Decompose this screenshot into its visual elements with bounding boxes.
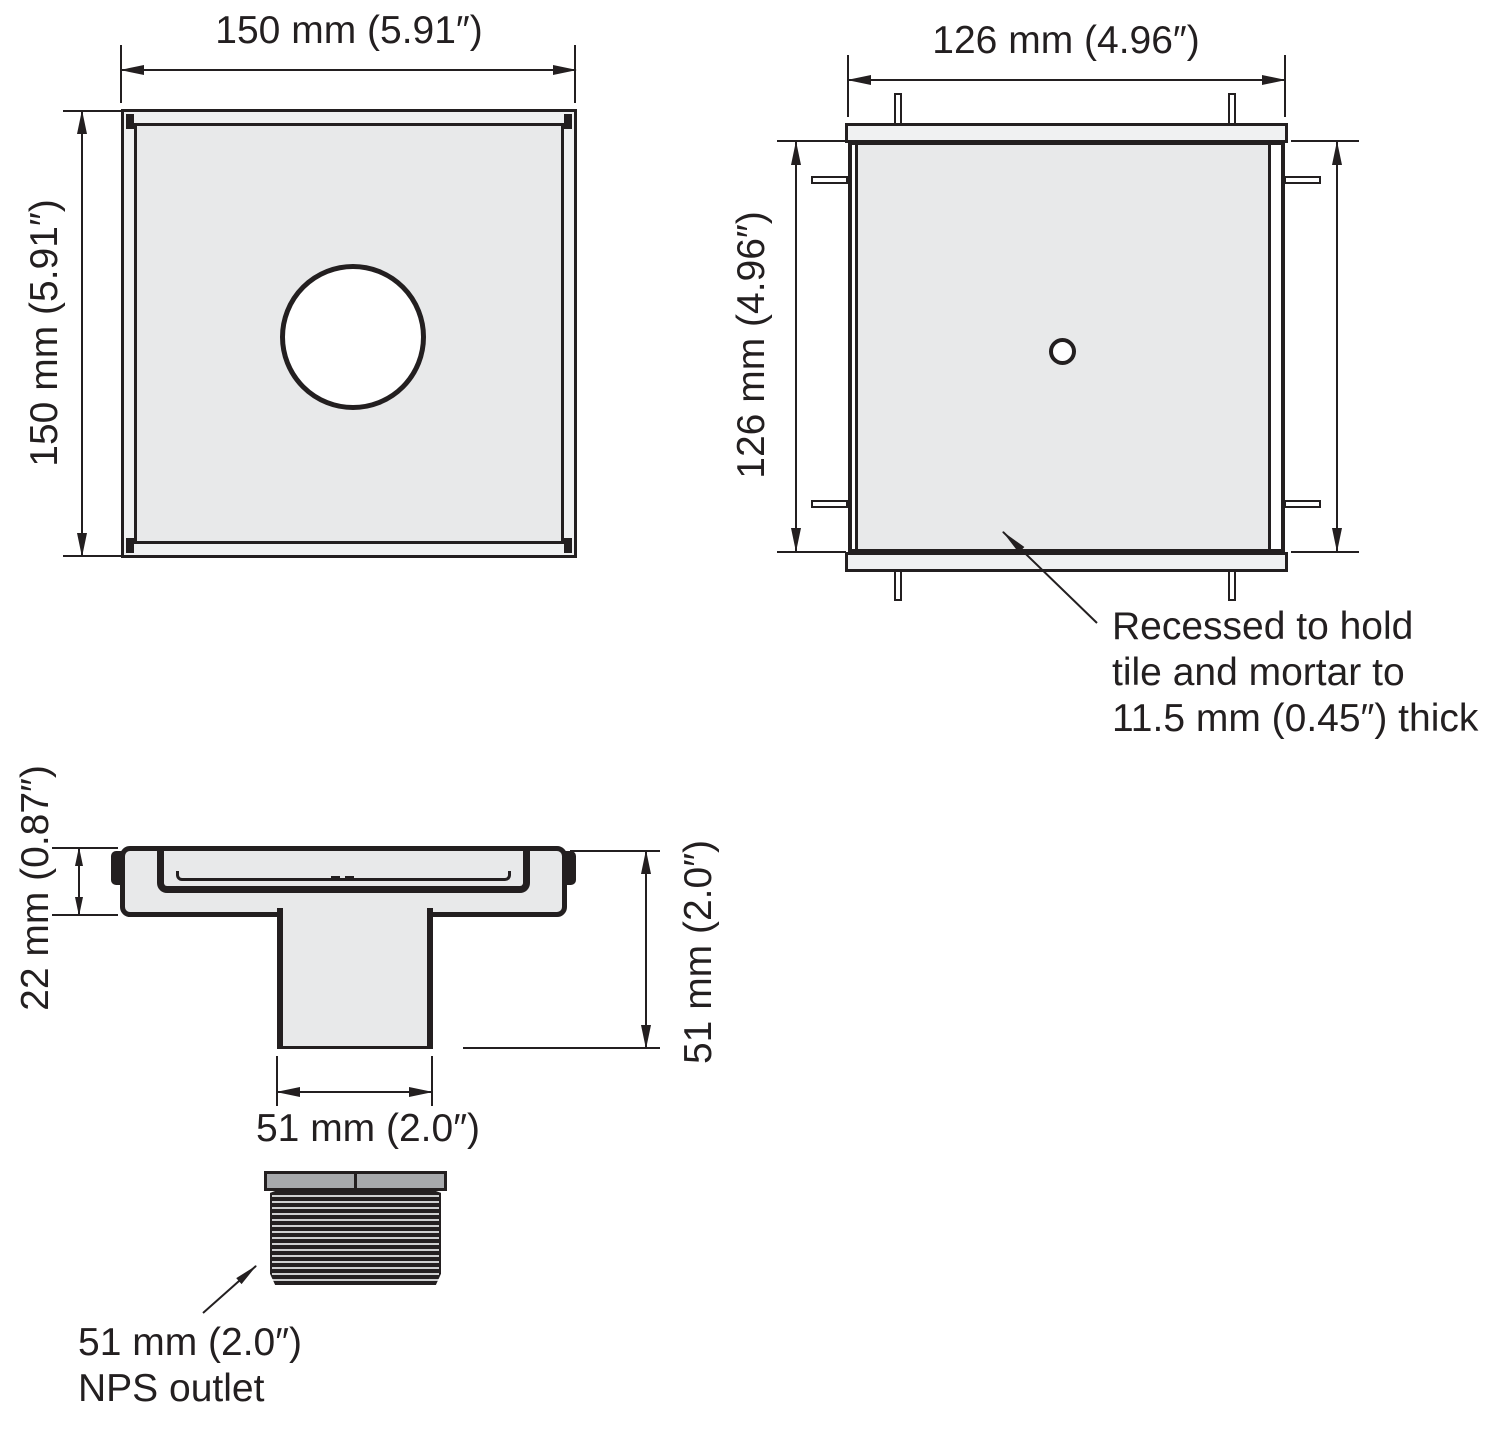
anchor-pin	[1284, 500, 1321, 508]
arrowhead-left-icon	[847, 75, 871, 85]
recess-note: Recessed to hold tile and mortar to 11.5…	[1112, 604, 1478, 742]
height-dimension-line	[791, 141, 801, 552]
extension-line	[276, 1056, 278, 1106]
extension-line	[1291, 551, 1359, 553]
grate-top-view	[121, 109, 577, 558]
total-height-dimension-line	[641, 850, 651, 1049]
frame-corner-mark	[564, 538, 572, 553]
arrowhead-up-icon	[75, 847, 83, 866]
section-flange-body	[120, 846, 567, 917]
outlet-width-label: 51 mm (2.0″)	[255, 1107, 481, 1150]
rim-height-label: 22 mm (0.87″)	[14, 765, 57, 1011]
width-dimension-line	[847, 75, 1286, 85]
rim-height-dimension-line	[75, 847, 83, 916]
anchor-pin	[1284, 176, 1321, 184]
height-dimension-line	[77, 110, 87, 557]
outlet-threads	[270, 1191, 441, 1285]
leader-line	[202, 1262, 260, 1314]
extension-line	[52, 847, 118, 849]
outlet-type-label: NPS outlet	[78, 1367, 265, 1410]
arrowhead-up-icon	[791, 141, 801, 165]
recess-note-line2: tile and mortar to	[1112, 651, 1405, 694]
section-tile-tray	[157, 846, 530, 893]
extension-line	[63, 555, 121, 557]
height-dimension-line-right	[1332, 141, 1342, 552]
frame-corner-mark	[126, 538, 134, 553]
arrowhead-up-icon	[641, 850, 651, 874]
recess-note-line1: Recessed to hold	[1112, 605, 1414, 648]
outlet-cap-seam	[354, 1174, 357, 1188]
recess-flange-strip-top	[845, 123, 1288, 143]
arrowhead-right-icon	[409, 1087, 433, 1097]
extension-line	[63, 110, 121, 112]
outlet-label: 51 mm (2.0″) NPS outlet	[78, 1320, 302, 1412]
outlet-width-dimension-line	[276, 1087, 433, 1097]
arrowhead-down-icon	[641, 1025, 651, 1049]
arrowhead-down-icon	[77, 533, 87, 557]
arrowhead-left-icon	[120, 65, 144, 75]
arrowhead-up-icon	[77, 110, 87, 134]
section-tray-inner-lip	[176, 871, 511, 881]
recess-width-label: 126 mm (4.96″)	[932, 19, 1200, 62]
anchor-pin	[811, 500, 848, 508]
arrowhead-down-icon	[1332, 528, 1342, 552]
anchor-pin	[894, 93, 902, 125]
arrowhead-up-icon	[1332, 141, 1342, 165]
arrowhead-down-icon	[75, 897, 83, 916]
arrowhead-left-icon	[276, 1087, 300, 1097]
tray-center-mark	[345, 876, 354, 879]
anchor-pin	[811, 176, 848, 184]
grate-width-label: 150 mm (5.91″)	[215, 9, 483, 52]
extension-line	[777, 551, 846, 553]
leader-arrowhead-icon	[236, 1262, 260, 1285]
extension-line	[1284, 55, 1286, 117]
extension-line	[431, 1056, 433, 1106]
arrowhead-down-icon	[791, 528, 801, 552]
weep-hole	[1049, 338, 1076, 365]
extension-line	[52, 914, 118, 916]
recess-edge-left	[852, 145, 858, 549]
section-outlet-pipe	[277, 908, 433, 1049]
extension-line	[847, 55, 849, 117]
frame-corner-mark	[126, 114, 134, 129]
recess-note-line3: 11.5 mm (0.45″) thick	[1112, 697, 1479, 740]
extension-line	[1291, 140, 1359, 142]
anchor-pin	[1228, 93, 1236, 125]
recess-height-label: 126 mm (4.96″)	[730, 211, 773, 479]
arrowhead-right-icon	[1262, 75, 1286, 85]
grate-height-label: 150 mm (5.91″)	[23, 199, 66, 467]
anchor-pin	[894, 569, 902, 601]
recess-edge-right	[1268, 145, 1281, 549]
extension-line	[570, 850, 660, 852]
frame-corner-mark	[564, 114, 572, 129]
extension-line	[463, 1047, 660, 1049]
outlet-size-label: 51 mm (2.0″)	[78, 1321, 303, 1364]
outlet-cap	[264, 1171, 447, 1191]
extension-line	[777, 140, 846, 142]
total-height-label: 51 mm (2.0″)	[677, 839, 720, 1065]
recess-flange-strip-bottom	[845, 552, 1288, 572]
arrowhead-right-icon	[553, 65, 577, 75]
tray-center-mark	[331, 876, 340, 879]
anchor-pin	[1228, 569, 1236, 601]
width-dimension-line	[120, 65, 577, 75]
drain-hole	[280, 264, 426, 410]
